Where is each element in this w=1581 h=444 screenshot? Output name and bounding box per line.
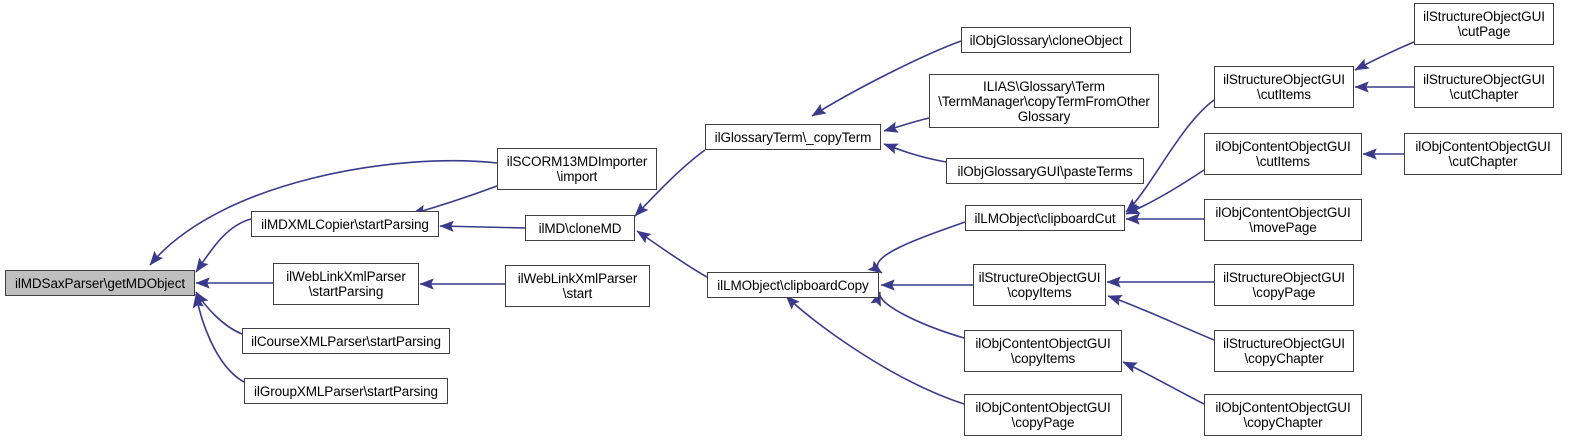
graph-node-label: ilMD\cloneMD [538,220,622,236]
graph-node[interactable]: ilLMObject\clipboardCopy [707,272,879,298]
graph-node-label: ilStructureObjectGUI \copyChapter [1223,336,1345,366]
graph-node[interactable]: ilObjGlossary\cloneObject [961,27,1131,53]
graph-edge [1107,295,1215,341]
graph-node-label: ilObjGlossary\cloneObject [969,32,1123,48]
graph-node-label: ilGlossaryTerm\_copyTerm [714,129,872,145]
graph-node-label: ilObjContentObjectGUI \copyPage [975,400,1111,430]
graph-node[interactable]: ilObjContentObjectGUI \copyChapter [1204,394,1362,436]
graph-node[interactable]: ilStructureObjectGUI \copyItems [973,264,1106,306]
graph-node-label: ilLMObject\clipboardCut [974,210,1116,226]
graph-edge [411,185,498,216]
graph-node[interactable]: ilStructureObjectGUI \cutItems [1214,66,1354,108]
graph-edge [439,220,526,232]
graph-node-label: ilObjContentObjectGUI \cutChapter [1415,139,1551,169]
graph-node[interactable]: ilObjContentObjectGUI \movePage [1204,199,1362,241]
graph-node-label: ilSCORM13MDImporter \import [506,154,648,184]
graph-node-label: ILIAS\Glossary\Term \TermManager\copyTer… [938,78,1150,124]
graph-node[interactable]: ilSCORM13MDImporter \import [497,148,657,190]
graph-node-label: ilLMObject\clipboardCopy [717,277,869,293]
graph-node-label: ilGroupXMLParser\startParsing [254,383,438,399]
graph-edge [1354,41,1415,71]
graph-node-label: ilCourseXMLParser\startParsing [251,333,441,349]
graph-node[interactable]: ilWebLinkXmlParser \startParsing [273,263,419,305]
graph-edge [149,159,498,266]
graph-node[interactable]: ilStructureObjectGUI \copyPage [1214,264,1354,306]
graph-node[interactable]: ilObjContentObjectGUI \copyPage [964,394,1122,436]
graph-node[interactable]: ILIAS\Glossary\Term \TermManager\copyTer… [929,74,1159,128]
graph-node-label: ilObjContentObjectGUI \movePage [1215,205,1351,235]
graph-edge [195,218,252,273]
graph-edge [883,117,930,133]
graph-node-label: ilStructureObjectGUI \cutItems [1223,72,1345,102]
graph-edge [867,221,966,274]
graph-node-label: ilObjContentObjectGUI \copyChapter [1215,400,1351,430]
graph-node[interactable]: ilObjContentObjectGUI \copyItems [964,330,1122,372]
graph-node[interactable]: ilStructureObjectGUI \copyChapter [1214,330,1354,372]
graph-edge [1122,361,1205,405]
graph-node-label: ilStructureObjectGUI \cutPage [1423,9,1545,39]
graph-node-label: ilObjContentObjectGUI \cutItems [1215,139,1351,169]
graph-node[interactable]: ilObjGlossaryGUI\pasteTerms [946,158,1144,184]
graph-node-root[interactable]: ilMDSaxParser\getMDObject [5,270,195,296]
graph-node-label: ilStructureObjectGUI \cutChapter [1423,72,1545,102]
graph-edge [785,295,965,405]
graph-node[interactable]: ilObjContentObjectGUI \cutChapter [1404,133,1562,175]
graph-node-label: ilStructureObjectGUI \copyPage [1223,270,1345,300]
graph-node[interactable]: ilMD\cloneMD [525,215,635,241]
graph-edge [883,143,947,163]
graph-node[interactable]: ilStructureObjectGUI \cutChapter [1414,66,1554,108]
graph-node[interactable]: ilLMObject\clipboardCut [965,205,1125,231]
graph-node[interactable]: ilGlossaryTerm\_copyTerm [705,124,881,150]
graph-node[interactable]: ilObjContentObjectGUI \cutItems [1204,133,1362,175]
graph-edge [634,149,706,217]
graph-node-label: ilObjGlossaryGUI\pasteTerms [957,163,1133,179]
graph-edge [870,291,965,339]
graph-node-label: ilMDSaxParser\getMDObject [14,275,186,291]
graph-node[interactable]: ilGroupXMLParser\startParsing [244,378,448,404]
graph-node-label: ilStructureObjectGUI \copyItems [978,270,1101,300]
graph-edge [636,230,708,278]
graph-node[interactable]: ilWebLinkXmlParser \start [505,265,650,307]
graph-node-label: ilWebLinkXmlParser \start [517,271,638,301]
graph-node-label: ilObjContentObjectGUI \copyItems [975,336,1111,366]
graph-node[interactable]: ilCourseXMLParser\startParsing [242,328,450,354]
graph-node[interactable]: ilStructureObjectGUI \cutPage [1414,3,1554,45]
graph-edge [1125,99,1215,213]
graph-edge [192,293,245,383]
graph-node-label: ilWebLinkXmlParser \startParsing [286,269,406,299]
graph-node-label: ilMDXMLCopier\startParsing [261,216,429,232]
graph-node[interactable]: ilMDXMLCopier\startParsing [251,211,439,237]
graph-edge [195,291,243,335]
graph-edge [1125,169,1205,215]
graph-edge [811,40,962,117]
